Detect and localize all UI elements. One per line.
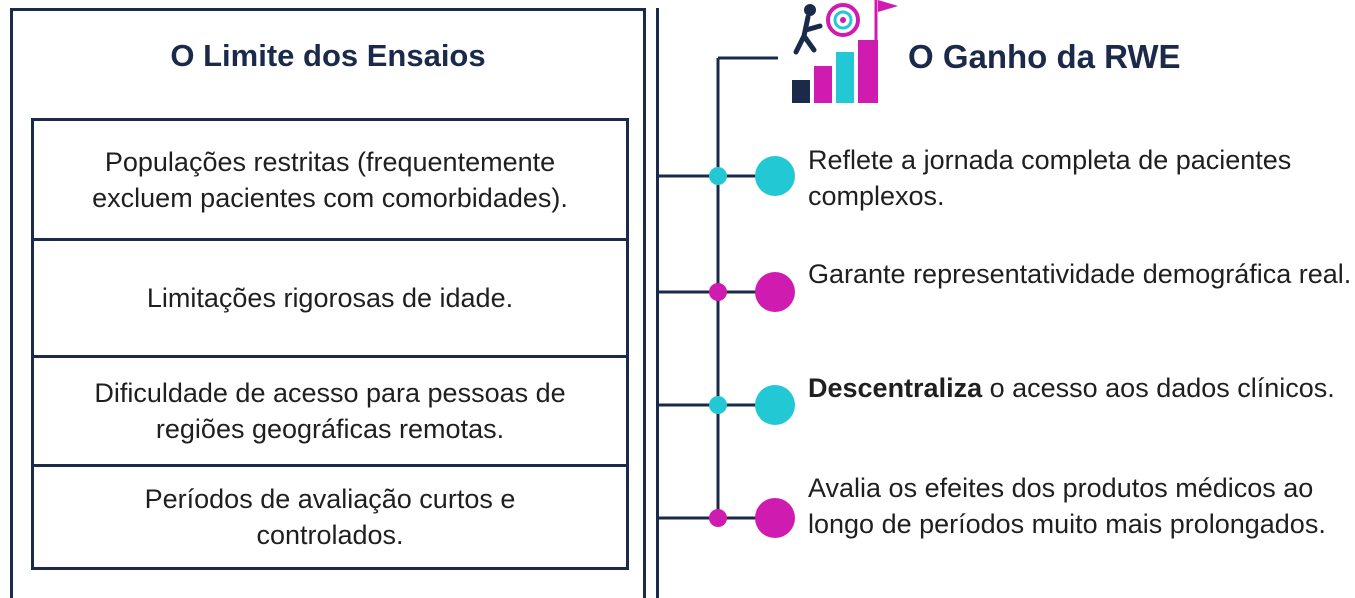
large-dot-cyan [755, 385, 795, 425]
small-dot-magenta [709, 509, 727, 527]
left-panel-frame [10, 8, 646, 598]
benefit-item-3-bold: Descentraliza [808, 373, 983, 403]
small-dot-cyan [709, 167, 727, 185]
small-dot-magenta [709, 283, 727, 301]
benefit-item-2-text: Garante representatividade demográfica r… [808, 259, 1352, 289]
climbing-to-target-icon [792, 0, 898, 103]
limit-row-1-line2: excluem pacientes com comorbidades). [92, 182, 568, 213]
limit-row-1-line1: Populações restritas (frequentemente [104, 146, 556, 177]
row-divider [34, 464, 626, 467]
limit-row-4-line2: controlados. [256, 520, 404, 550]
benefit-item-3-text: o acesso aos dados clínicos. [982, 373, 1335, 403]
left-panel-title: O Limite dos Ensaios [170, 38, 486, 73]
benefit-item-4-text: Avalia os efeites dos produtos médicos a… [808, 473, 1326, 539]
small-dot-cyan [709, 396, 727, 414]
benefit-item-3: Descentraliza o acesso aos dados clínico… [808, 370, 1353, 406]
row-divider [34, 238, 626, 241]
limit-row-4-line1: Períodos de avaliação curtos e [144, 484, 516, 514]
row-divider [34, 355, 626, 358]
benefit-item-1: Reflete a jornada completa de pacientes … [808, 142, 1353, 214]
benefit-item-1-text: Reflete a jornada completa de pacientes … [808, 145, 1292, 211]
limit-row-1: Populações restritas (frequentemente exc… [34, 121, 626, 238]
limit-row-4: Períodos de avaliação curtos e controlad… [34, 467, 626, 567]
benefit-item-4: Avalia os efeites dos produtos médicos a… [808, 470, 1353, 542]
limit-row-3: Dificuldade de acesso para pessoas de re… [34, 358, 626, 464]
benefit-item-2: Garante representatividade demográfica r… [808, 256, 1353, 292]
large-dot-magenta [755, 498, 795, 538]
limit-row-2: Limitações rigorosas de idade. [34, 241, 626, 355]
right-panel-title: O Ganho da RWE [908, 38, 1181, 75]
panel-divider [656, 8, 659, 598]
limit-row-3-line1: Dificuldade de acesso para pessoas de [94, 378, 566, 408]
limit-row-3-line2: regiões geográficas remotas. [155, 414, 505, 444]
large-dot-magenta [755, 272, 795, 312]
large-dot-cyan [755, 156, 795, 196]
limits-table: Populações restritas (frequentemente exc… [31, 118, 629, 570]
limit-row-2-line1: Limitações rigorosas de idade. [146, 283, 514, 313]
